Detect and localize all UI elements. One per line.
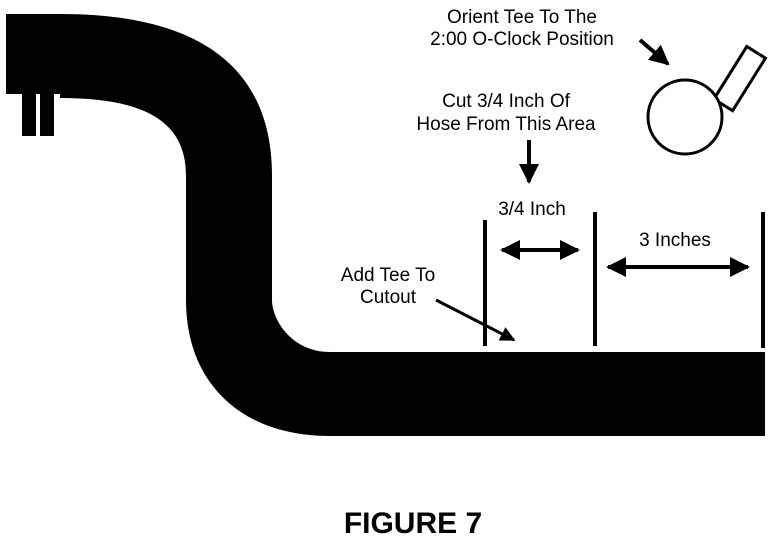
cut-label-line1: Cut 3/4 Inch Of: [442, 91, 571, 112]
add-tee-arrow: [435, 298, 516, 342]
add-tee-label-line2: Cutout: [360, 287, 417, 308]
cut-label-line2: Hose From This Area: [416, 114, 596, 135]
add-tee-label-line1: Add Tee To: [341, 265, 435, 286]
figure-caption: FIGURE 7: [344, 507, 482, 540]
tee-orientation-icon: [646, 44, 768, 156]
three-inches-label: 3 Inches: [639, 230, 711, 251]
three-quarter-label: 3/4 Inch: [498, 199, 566, 220]
orient-label-line2: 2:00 O-Clock Position: [430, 29, 614, 50]
orient-label-line1: Orient Tee To The: [447, 7, 597, 28]
orient-arrow: [638, 38, 670, 66]
hose-fitting: [6, 14, 64, 136]
hose-body: [60, 14, 765, 436]
